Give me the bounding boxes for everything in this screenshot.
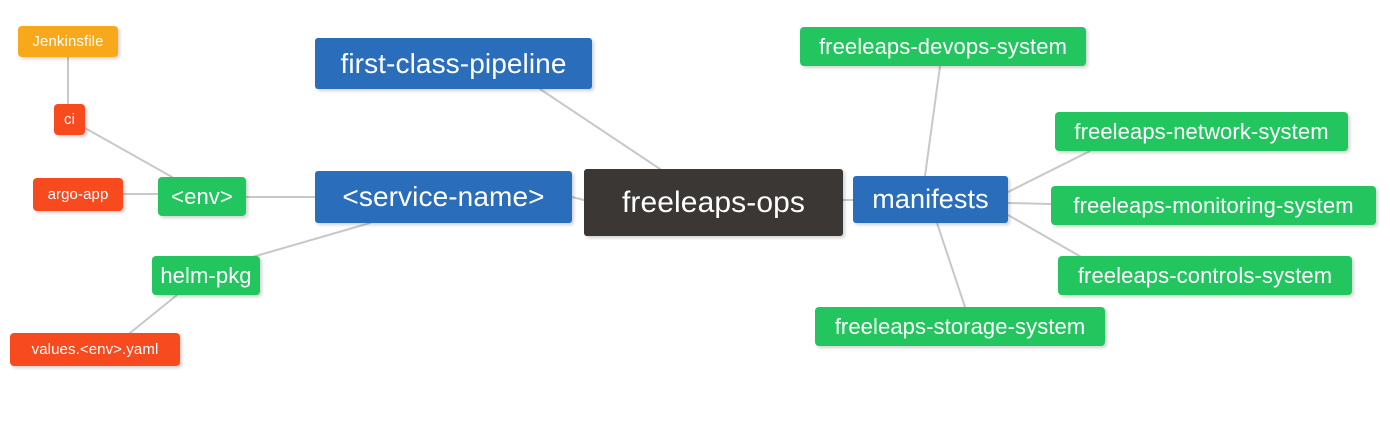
edge-root-first-class-pipeline (539, 88, 661, 170)
mindmap-node-freeleaps-controls-system[interactable]: freeleaps-controls-system (1058, 256, 1352, 295)
edge-helm-pkg-values (129, 294, 178, 334)
mindmap-node-freeleaps-network-system[interactable]: freeleaps-network-system (1055, 112, 1348, 151)
edge-service-name-helm-pkg (248, 222, 371, 259)
mindmap-node-freeleaps-storage-system[interactable]: freeleaps-storage-system (815, 307, 1105, 346)
mindmap-node-helm-pkg[interactable]: helm-pkg (152, 256, 260, 295)
mindmap-node-values-env-yaml[interactable]: values.<env>.yaml (10, 333, 180, 366)
mindmap-node-freeleaps-ops[interactable]: freeleaps-ops (584, 169, 843, 236)
mindmap-node-freeleaps-monitoring-system[interactable]: freeleaps-monitoring-system (1051, 186, 1376, 225)
mindmap-node-service-name[interactable]: <service-name> (315, 171, 572, 223)
mindmap-node-freeleaps-devops-system[interactable]: freeleaps-devops-system (800, 27, 1086, 66)
mindmap-node-ci[interactable]: ci (54, 104, 85, 135)
mindmap-node-jenkinsfile[interactable]: Jenkinsfile (18, 26, 118, 57)
mindmap-node-manifests[interactable]: manifests (853, 176, 1008, 223)
edge-root-service-name (571, 196, 585, 201)
mindmap-node-argo-app[interactable]: argo-app (33, 178, 123, 211)
edge-manifests-devops (924, 65, 941, 177)
mindmap-node-first-class-pipeline[interactable]: first-class-pipeline (315, 38, 592, 89)
edge-manifests-monitoring (1007, 202, 1052, 205)
edge-manifests-storage (936, 222, 966, 308)
mindmap-node-env[interactable]: <env> (158, 177, 246, 216)
edge-env-ci (84, 127, 173, 178)
